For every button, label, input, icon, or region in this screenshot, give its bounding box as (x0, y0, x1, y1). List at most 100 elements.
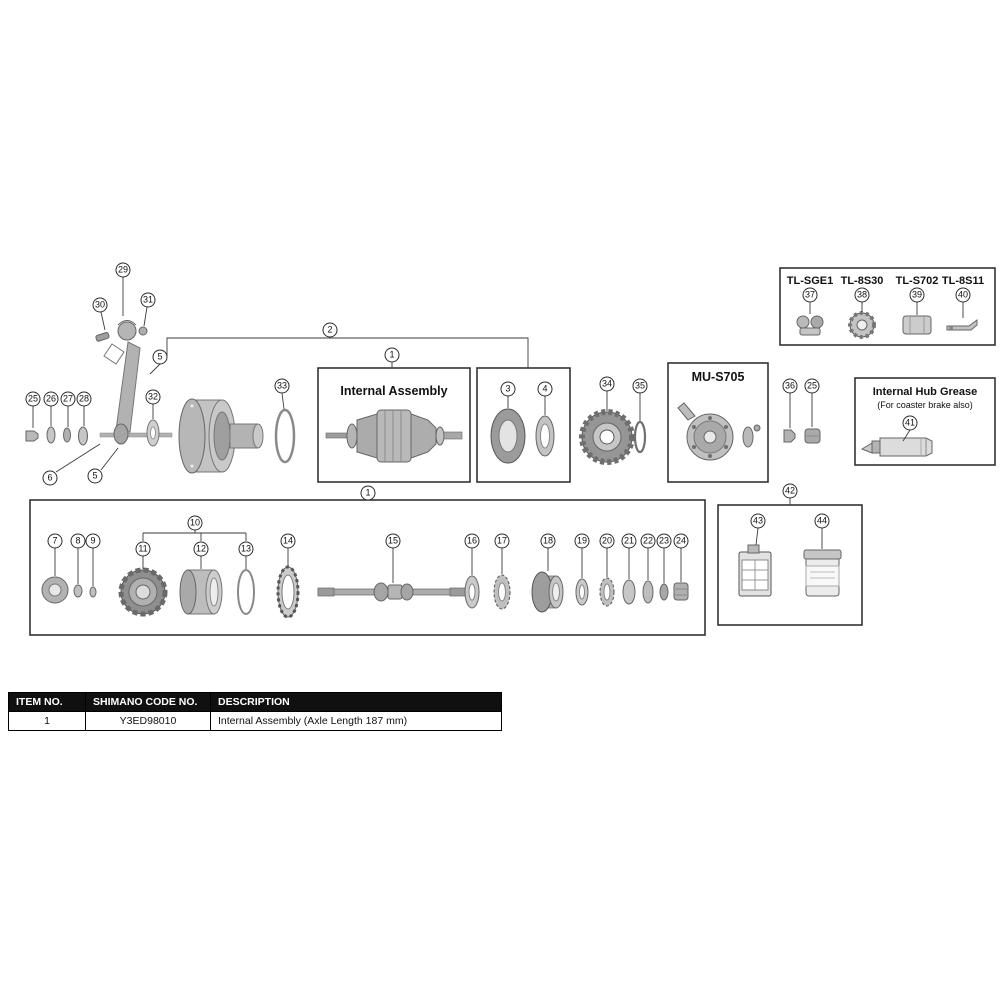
part-26-27-28-drawings (46, 426, 88, 446)
part-25a-drawing (25, 430, 39, 442)
hub-shell-drawing (178, 398, 264, 474)
tool-label-tl-sge1: TL-SGE1 (786, 275, 834, 287)
cell-description: Internal Assembly (Axle Length 187 mm) (210, 711, 502, 731)
callout-38: 38 (854, 287, 870, 303)
callout-30: 30 (92, 297, 108, 313)
callout-8: 8 (70, 533, 86, 549)
bell-crank-drawing (95, 320, 148, 445)
callout-5a: 5 (152, 349, 168, 365)
callout-1a: 1 (384, 347, 400, 363)
callout-36: 36 (782, 378, 798, 394)
part-8-drawing (73, 584, 83, 598)
callout-20: 20 (599, 533, 615, 549)
callout-18: 18 (540, 533, 556, 549)
callout-26: 26 (43, 391, 59, 407)
mu-s705-unit-drawing (677, 402, 761, 461)
callout-7: 7 (47, 533, 63, 549)
part-17-drawing (493, 574, 511, 610)
header-shimano-code: SHIMANO CODE NO. (85, 692, 211, 712)
tool-tl-8s11-icon (946, 319, 978, 331)
part-33-drawing (274, 408, 296, 464)
oil-can-drawing (738, 544, 772, 597)
callout-23: 23 (656, 533, 672, 549)
hub-grease-subtitle: (For coaster brake also) (877, 400, 973, 410)
callout-12: 12 (193, 541, 209, 557)
header-description: DESCRIPTION (210, 692, 502, 712)
parts-table: ITEM NO. SHIMANO CODE NO. DESCRIPTION 1 … (8, 692, 502, 731)
tool-tl-8s30-icon (848, 311, 876, 339)
part-32-drawing (146, 419, 160, 447)
part-34-sprocket-drawing (579, 409, 635, 465)
callout-40: 40 (955, 287, 971, 303)
callout-4: 4 (537, 381, 553, 397)
hub-grease-box (854, 377, 996, 466)
callout-14: 14 (280, 533, 296, 549)
lower-assembly-box (29, 499, 706, 636)
callout-2: 2 (322, 322, 338, 338)
callout-24: 24 (673, 533, 689, 549)
callout-25a: 25 (25, 391, 41, 407)
axle-stub-drawing (99, 432, 173, 438)
part-drawings (25, 311, 978, 619)
internal-assembly-box (317, 367, 471, 483)
part-7-drawing (41, 576, 69, 604)
part-20-drawing (599, 577, 615, 607)
grease-tube-drawing (860, 437, 933, 457)
callout-27: 27 (60, 391, 76, 407)
callout-11: 11 (135, 541, 151, 557)
callout-17: 17 (494, 533, 510, 549)
cell-item-no: 1 (8, 711, 86, 731)
callout-13: 13 (238, 541, 254, 557)
part-23-drawing (659, 583, 669, 601)
part-11-drawing (118, 567, 168, 617)
callout-19: 19 (574, 533, 590, 549)
header-item-no: ITEM NO. (8, 692, 86, 712)
part-22-drawing (642, 580, 654, 604)
callout-41: 41 (902, 415, 918, 431)
callout-35: 35 (632, 378, 648, 394)
callout-9: 9 (85, 533, 101, 549)
callout-21: 21 (621, 533, 637, 549)
callout-1b: 1 (360, 485, 376, 501)
callout-37: 37 (802, 287, 818, 303)
part-36-drawing (783, 429, 796, 443)
callout-3: 3 (500, 381, 516, 397)
part-15-axle-drawing (317, 582, 467, 602)
callout-10: 10 (187, 515, 203, 531)
mu-s705-label: MU-S705 (691, 370, 745, 384)
part-24-nut-drawing (673, 582, 689, 601)
callout-22: 22 (640, 533, 656, 549)
part-21-drawing (622, 579, 636, 605)
tool-tl-s702-icon (902, 315, 932, 335)
callout-5b: 5 (87, 468, 103, 484)
callout-25b: 25 (804, 378, 820, 394)
hub-grease-title: Internal Hub Grease (872, 386, 978, 398)
part-19-drawing (575, 578, 589, 606)
tool-label-tl-8s11: TL-8S11 (941, 275, 985, 287)
part-35-drawing (633, 420, 647, 454)
diagram-graphics (25, 267, 996, 636)
mu-s705-box (667, 362, 769, 483)
part-4-drawing (535, 415, 555, 457)
part-25b-drawing (804, 428, 821, 444)
part-16-drawing (464, 575, 480, 609)
tools-box (779, 267, 996, 346)
callout-39: 39 (909, 287, 925, 303)
callout-42: 42 (782, 483, 798, 499)
callout-43: 43 (750, 513, 766, 529)
part-14-drawing (276, 565, 300, 619)
table-header-row: ITEM NO. SHIMANO CODE NO. DESCRIPTION (8, 692, 502, 712)
callout-16: 16 (464, 533, 480, 549)
internal-assembly-drawing (325, 409, 463, 463)
part-9-drawing (89, 586, 97, 598)
internal-assembly-label: Internal Assembly (340, 384, 448, 398)
callout-15: 15 (385, 533, 401, 549)
callout-6: 6 (42, 470, 58, 486)
cone-dustcap-box (476, 367, 571, 483)
part-3-drawing (490, 408, 526, 464)
cell-shimano-code: Y3ED98010 (85, 711, 211, 731)
leader-lines (32, 277, 964, 586)
grease-jar-drawing (803, 549, 842, 597)
callout-34: 34 (599, 376, 615, 392)
